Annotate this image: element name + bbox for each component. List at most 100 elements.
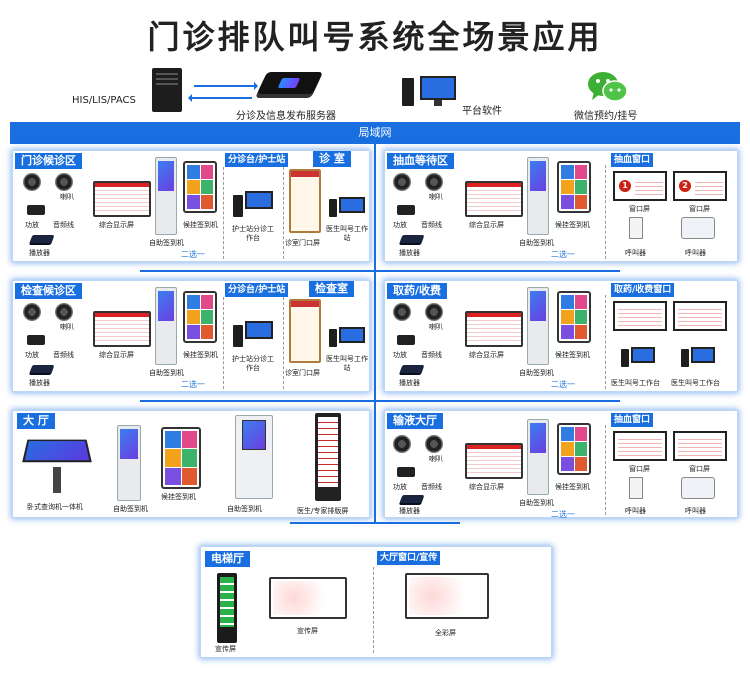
speaker-icon (393, 173, 411, 191)
reg-checkin-label: 候挂签到机 (183, 221, 218, 229)
speaker-icon (425, 303, 443, 321)
panel-subtitle: 分诊台/护士站 (225, 153, 289, 167)
amp-label: 功放 (25, 351, 39, 359)
promo-label: 宣传屏 (215, 645, 236, 653)
player-icon (399, 235, 425, 243)
platform-label: 平台软件 (462, 106, 502, 117)
window-screen (673, 431, 727, 461)
divider (605, 295, 606, 389)
panel-title: 大 厅 (17, 413, 55, 429)
self-checkin-label: 自助签到机 (149, 369, 184, 377)
player-label: 播放器 (399, 507, 420, 515)
caller-label: 呼叫器 (625, 507, 646, 515)
reg-checkin-label: 候挂签到机 (555, 221, 590, 229)
caller-label: 呼叫器 (625, 249, 646, 257)
amplifier-icon (27, 335, 45, 345)
composite-label: 综合显示屏 (469, 351, 504, 359)
window-screen: 2 (673, 171, 727, 201)
divider (605, 425, 606, 515)
divider (283, 167, 284, 259)
player-label: 播放器 (29, 379, 50, 387)
nurse-ws-label: 护士站分诊工作台 (232, 225, 274, 242)
doc-ws-label: 医生叫号工作台 (611, 379, 660, 387)
window-screen-label: 窗口屏 (689, 205, 710, 213)
monitor-icon (245, 191, 273, 209)
backbone-line (374, 144, 376, 524)
monitor-icon (420, 76, 456, 100)
composite-screen (93, 311, 151, 347)
panel-subtitle: 抽血窗口 (611, 153, 654, 167)
panel-clinic-wait: 门诊候诊区 分诊台/护士站 诊 室 喇叭 功放 音频线 播放器 综合显示屏 自助… (12, 150, 370, 262)
window-screen-label: 窗口屏 (629, 205, 650, 213)
player-label: 播放器 (399, 249, 420, 257)
color-screen-label: 全彩屏 (435, 629, 456, 637)
bidirectional-arrow-icon (188, 82, 258, 102)
expert-screen (315, 413, 341, 501)
choose-one-label: 二选一 (551, 510, 575, 519)
speaker-label: 喇叭 (60, 323, 74, 331)
reg-checkin-label: 候挂签到机 (161, 493, 196, 501)
window-number: 2 (679, 180, 691, 192)
panel-subtitle: 检查室 (309, 281, 354, 297)
lan-bar: 局域网 (10, 122, 740, 144)
amp-label: 功放 (25, 221, 39, 229)
composite-label: 综合显示屏 (99, 221, 134, 229)
amplifier-icon (397, 335, 415, 345)
panel-title: 电梯厅 (205, 551, 250, 567)
window-number: 1 (619, 180, 631, 192)
speaker-icon (55, 303, 73, 321)
door-screen-label: 诊室门口屏 (285, 369, 320, 377)
composite-label: 综合显示屏 (99, 351, 134, 359)
player-icon (399, 495, 425, 503)
speaker-label: 喇叭 (429, 193, 443, 201)
pc-tower-icon (621, 349, 629, 367)
query-kiosk-stand (53, 467, 61, 493)
window-screen-label: 窗口屏 (629, 465, 650, 473)
caller-device-icon (681, 217, 715, 239)
panel-subtitle: 取药/收费窗口 (611, 283, 675, 297)
speaker-icon (393, 303, 411, 321)
amp-label: 功放 (393, 351, 407, 359)
caller-keypad-icon (629, 217, 643, 239)
composite-screen (93, 181, 151, 217)
panel-infusion: 输液大厅 抽血窗口 喇叭 功放 音频线 播放器 综合显示屏 自助签到机 候挂签到… (384, 410, 738, 519)
server-box-icon (256, 72, 324, 94)
panel-subtitle: 分诊台/护士站 (225, 283, 289, 297)
reg-checkin-tablet (183, 291, 217, 343)
window-screen (613, 431, 667, 461)
window-screen: 1 (613, 171, 667, 201)
amp-label: 功放 (393, 221, 407, 229)
choose-one-label: 二选一 (551, 250, 575, 259)
door-screen (289, 299, 321, 363)
promo-screen (269, 577, 347, 619)
caller-label: 呼叫器 (685, 507, 706, 515)
doctor-ws-label: 医生叫号工作站 (326, 225, 368, 242)
choose-one-label: 二选一 (181, 380, 205, 389)
amp-label: 功放 (393, 483, 407, 491)
reg-checkin-tablet (161, 427, 201, 489)
divider (223, 297, 224, 389)
monitor-icon (339, 197, 365, 213)
speaker-icon (425, 435, 443, 453)
window-screen (613, 301, 667, 331)
panel-hall: 大 厅 卧式查询机一体机 自助签到机 候挂签到机 自助签到机 医生/专家排版屏 (12, 410, 370, 518)
player-icon (29, 365, 55, 373)
choose-one-label: 二选一 (181, 250, 205, 259)
reg-checkin-label: 候挂签到机 (183, 351, 218, 359)
pc-tower-icon (329, 199, 337, 217)
composite-screen (465, 443, 523, 479)
amplifier-icon (397, 467, 415, 477)
his-server-icon (152, 68, 182, 112)
self-checkin-kiosk (117, 425, 141, 501)
self-checkin-kiosk (527, 287, 549, 365)
expert-screen-label: 医生/专家排版屏 (297, 507, 349, 515)
speaker-icon (393, 435, 411, 453)
door-screen-label: 诊室门口屏 (285, 239, 320, 247)
pc-tower-icon (329, 329, 337, 347)
self-checkin-label: 自助签到机 (519, 369, 554, 377)
divider (223, 167, 224, 259)
caller-label: 呼叫器 (685, 249, 706, 257)
reg-checkin-tablet (557, 161, 591, 213)
panel-title: 取药/收费 (387, 283, 448, 299)
monitor-icon (339, 327, 365, 343)
